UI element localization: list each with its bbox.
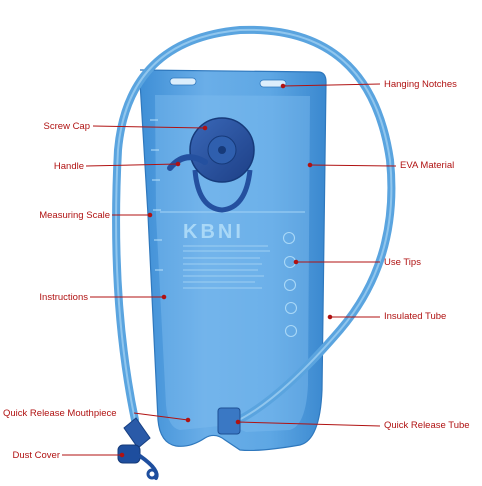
label-measuring-scale: Measuring Scale: [39, 210, 110, 221]
brand-print: KBNI: [183, 221, 244, 243]
measuring-scale: [150, 119, 163, 271]
screw-cap: [189, 117, 255, 213]
label-instructions: Instructions: [39, 292, 88, 303]
leader-lines: [62, 83, 397, 458]
instruction-lines: [183, 245, 270, 289]
label-hanging-notches: Hanging Notches: [384, 79, 457, 90]
label-eva-material: EVA Material: [400, 160, 455, 171]
label-use-tips: Use Tips: [384, 257, 421, 268]
handle: [167, 154, 208, 171]
label-insulated-tube: Insulated Tube: [384, 311, 447, 322]
mouthpiece: [117, 417, 159, 480]
label-screw-cap: Screw Cap: [43, 121, 90, 132]
hanging-notch-left: [169, 77, 197, 86]
hanging-notch-right: [259, 79, 287, 88]
label-quick-release-mouthpiece: Quick Release Mouthpiece: [3, 408, 117, 419]
label-handle: Handle: [53, 161, 84, 172]
label-dust-cover: Dust Cover: [12, 450, 60, 461]
label-quick-release-tube: Quick Release Tube: [384, 420, 470, 431]
